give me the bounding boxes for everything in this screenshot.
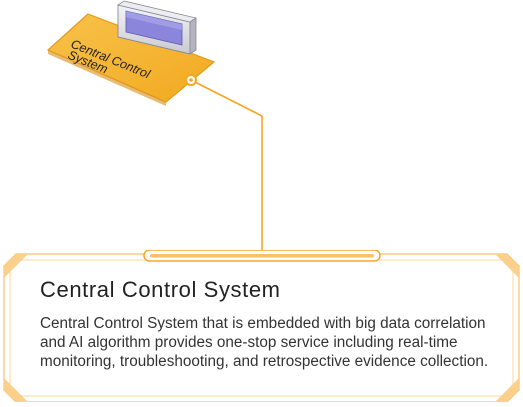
monitor-icon	[117, 0, 197, 55]
card-title: Central Control System	[40, 277, 281, 302]
connector-line	[190, 79, 263, 252]
info-card: Central Control System Central Control S…	[2, 250, 521, 402]
card-frame	[3, 250, 520, 402]
node-anchor-dot	[185, 74, 197, 86]
central-control-node[interactable]: Central Control System	[46, 0, 216, 106]
card-top-tab	[143, 250, 381, 262]
card-description: Central Control System that is embedded …	[40, 315, 489, 370]
